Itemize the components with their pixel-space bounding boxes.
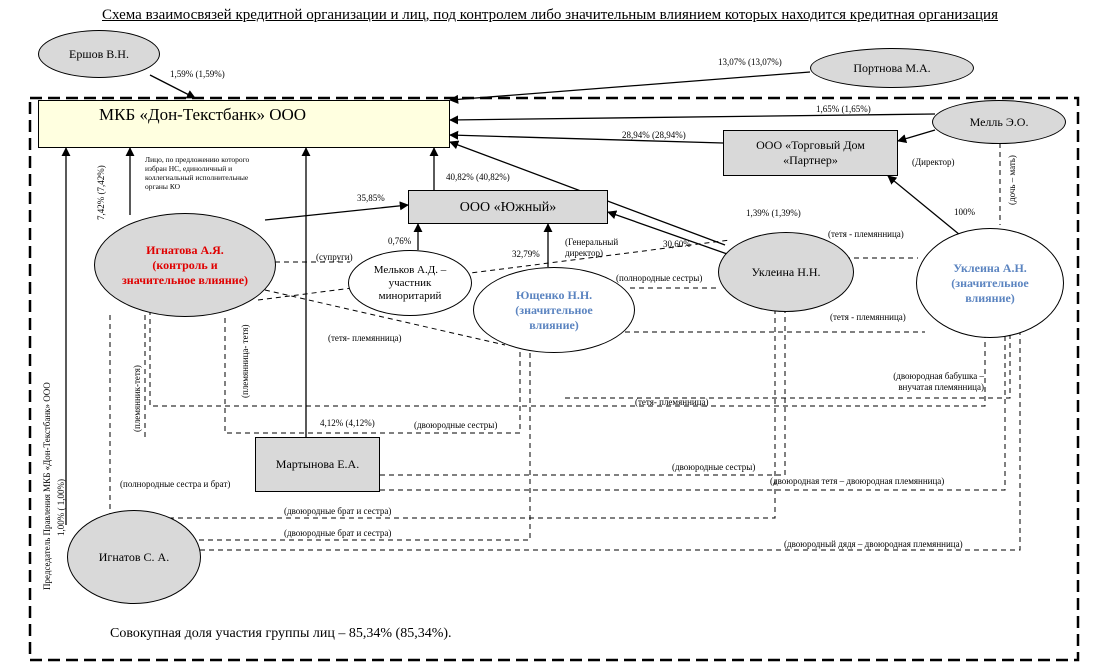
uklein-an-label: Уклеина А.Н. (значительное влияние) <box>951 260 1029 305</box>
martynova-share-label: 4,12% (4,12%) <box>320 418 375 428</box>
mell-share-label: 1,65% (1,65%) <box>816 104 871 114</box>
yuzhny-node[interactable]: ООО «Южный» <box>408 190 608 224</box>
uklein-nn-label: Уклеина Н.Н. <box>751 264 821 279</box>
melkov-node[interactable]: Мельков А.Д. – участник миноритарий <box>348 250 472 316</box>
ignatova-yuzhny-label: 35,85% <box>357 193 385 203</box>
ershov-node[interactable]: Ершов В.Н. <box>38 30 160 78</box>
portnova-label: Портнова М.А. <box>853 60 931 75</box>
yushchenko-label: Ющенко Н.Н. (значительное влияние) <box>515 287 593 332</box>
cousin-bs-label-1: (двоюродные брат и сестра) <box>284 506 392 516</box>
uklein-nn-node[interactable]: Уклеина Н.Н. <box>718 232 854 312</box>
gen-director-label: (Генеральный директор) <box>565 237 619 258</box>
chairman-label: Председатель Правления МКБ «Дон-Текстбан… <box>42 382 52 590</box>
melkov-share-label: 0,76% <box>388 236 412 246</box>
mell-label: Мелль Э.О. <box>969 114 1029 129</box>
yuzhny-label: ООО «Южный» <box>459 199 557 215</box>
ignatova-bank-share-label: 7,42% (7,42%) <box>96 165 106 220</box>
aunt-niece-label-1: (тетя - племянница) <box>828 229 904 239</box>
rel-martynova-yushchenko-v <box>224 318 521 434</box>
total-share-footer: Совокупная доля участия группы лиц – 85,… <box>110 626 452 641</box>
uklein-bank-label: 1,39% (1,39%) <box>746 208 801 218</box>
rel-grandma <box>565 320 1011 399</box>
group-boundary <box>28 96 1080 662</box>
yushchenko-share-label: 32,79% <box>512 249 540 259</box>
uklein-an-td-label: 100% <box>954 207 975 217</box>
rel-ignatova-ukleinnn <box>257 239 731 301</box>
rel-martynova-ukleinnn <box>380 310 786 476</box>
daughter-mother-label: (дочь – мать) <box>1007 155 1017 205</box>
edge-td-bank <box>449 130 724 144</box>
melkov-label: Мельков А.Д. – участник миноритарий <box>373 263 447 302</box>
ignatova-node[interactable]: Игнатова А.Я. (контроль и значительное в… <box>94 213 276 317</box>
aunt-niece-label-4: (тетя- племянница) <box>635 397 709 407</box>
cousin-sisters-label-1: (двоюродные сестры) <box>414 420 498 430</box>
aunt-niece-label-3: (тетя- племянница) <box>328 333 402 343</box>
aunt-niece-label-2: (тетя - племянница) <box>830 312 906 322</box>
director-label: (Директор) <box>912 157 955 167</box>
edge-mell-td <box>897 129 936 144</box>
niece-aunt-label: (племянница- тетя) <box>240 324 250 398</box>
uklein-an-node[interactable]: Уклеина А.Н. (значительное влияние) <box>916 228 1064 338</box>
uklein-yuzhny-label: 30,60% <box>663 239 691 249</box>
portnova-node[interactable]: Портнова М.А. <box>810 48 974 88</box>
portnova-share-label: 13,07% (13,07%) <box>718 57 782 67</box>
martynova-node[interactable]: Мартынова Е.А. <box>255 437 380 492</box>
td-partner-node[interactable]: ООО «Торговый Дом «Партнер» <box>723 130 898 176</box>
rel-ignatova-ukleinan <box>149 310 986 407</box>
edge-ershov-bank <box>149 74 196 99</box>
td-share-label: 28,94% (28,94%) <box>622 130 686 140</box>
cousin-bs-label-2: (двоюродные брат и сестра) <box>284 528 392 538</box>
rel-martynova-ukleinan <box>380 330 1006 491</box>
edge-ignatova-yuzhny <box>264 201 409 221</box>
ignatova-label: Игнатова А.Я. (контроль и значительное в… <box>121 242 249 287</box>
ignatov-label: Игнатов С. А. <box>98 549 170 564</box>
ignatov-share-label: 1,00% ( 1,00%) <box>56 479 66 536</box>
full-sister-brother-label: (полнородные сестра и брат) <box>120 479 231 489</box>
full-sisters-label: (полнородные сестры) <box>616 273 703 283</box>
grandma-label: (двоюродная бабушка – внучатая племянниц… <box>893 371 984 392</box>
rel-ignatov-ukleinnn <box>160 310 776 519</box>
ignatov-node[interactable]: Игнатов С. А. <box>67 510 201 604</box>
nephew-aunt-label: (племянник-тетя) <box>132 365 142 432</box>
diagram-title: Схема взаимосвязей кредитной организации… <box>102 7 998 23</box>
ignatova-note: Лицо, по предложению которого избран НС,… <box>145 155 250 191</box>
cousin-sisters-label-2: (двоюродные сестры) <box>672 462 756 472</box>
martynova-label: Мартынова Е.А. <box>275 457 360 471</box>
ershov-share-label: 1,59% (1,59%) <box>170 69 225 79</box>
ershov-label: Ершов В.Н. <box>69 46 129 61</box>
edge-portnova-bank <box>449 71 811 104</box>
rel-ignatov-ukleinan <box>200 330 1021 551</box>
bank-node[interactable]: МКБ «Дон-Текстбанк» ООО <box>38 100 450 148</box>
cousin-uncle-label: (двоюродный дядя – двоюродная племянница… <box>784 539 963 549</box>
mell-node[interactable]: Мелль Э.О. <box>932 100 1066 144</box>
cousin-aunt-label: (двоюродная тетя – двоюродная племянница… <box>770 476 945 486</box>
edge-mell-bank <box>449 113 936 125</box>
edge-ukleinan-td <box>887 175 961 236</box>
yuzhny-share-label: 40,82% (40,82%) <box>446 172 510 182</box>
bank-label: МКБ «Дон-Текстбанк» ООО <box>99 105 307 124</box>
td-partner-label: ООО «Торговый Дом «Партнер» <box>756 138 865 167</box>
spouses-label: (супруги) <box>316 252 353 262</box>
yushchenko-node[interactable]: Ющенко Н.Н. (значительное влияние) <box>473 267 635 353</box>
edge-uklein-yuzhny <box>607 210 731 256</box>
